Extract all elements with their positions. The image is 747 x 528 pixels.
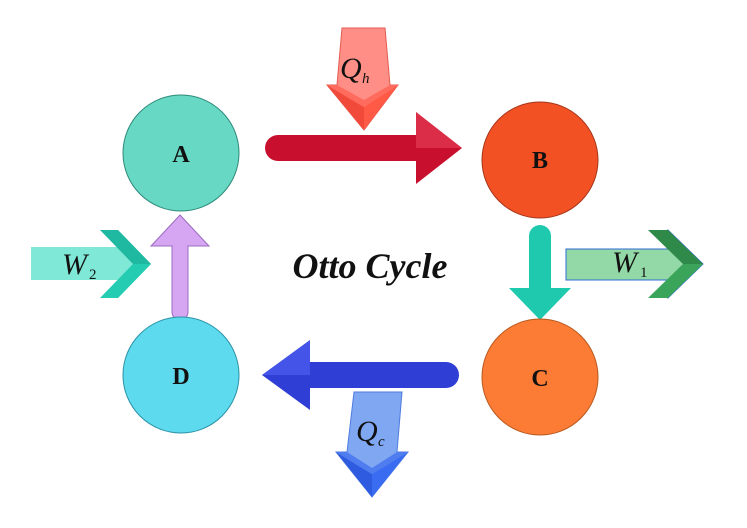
node-d-label: D [172,364,189,390]
work-in-arrow [31,230,151,298]
node-c: C [481,318,599,436]
diagram-title: Otto Cycle [293,246,448,286]
work-out-arrow [565,228,704,300]
work-in-subscript: 2 [89,267,97,283]
heat-in-subscript: h [362,71,370,87]
work-out-subscript: 1 [640,265,648,281]
work-out-symbol: W [612,246,640,279]
heat-in-arrow [325,27,400,131]
arrow-c-to-d [262,340,459,410]
node-c-label: C [531,366,548,392]
heat-in-symbol: Q [340,52,362,85]
work-in-symbol: W [62,248,90,281]
node-a: A [122,94,240,212]
arrow-b-to-c [509,225,571,320]
node-b: B [481,101,599,219]
arrow-a-to-b [265,112,462,184]
node-d: D [122,316,240,434]
heat-out-arrow [334,391,410,498]
arrow-d-to-a [149,214,211,321]
heat-out-subscript: c [378,434,385,450]
node-a-label: A [172,142,190,168]
heat-out-symbol: Q [356,415,378,448]
node-b-label: B [532,148,548,174]
